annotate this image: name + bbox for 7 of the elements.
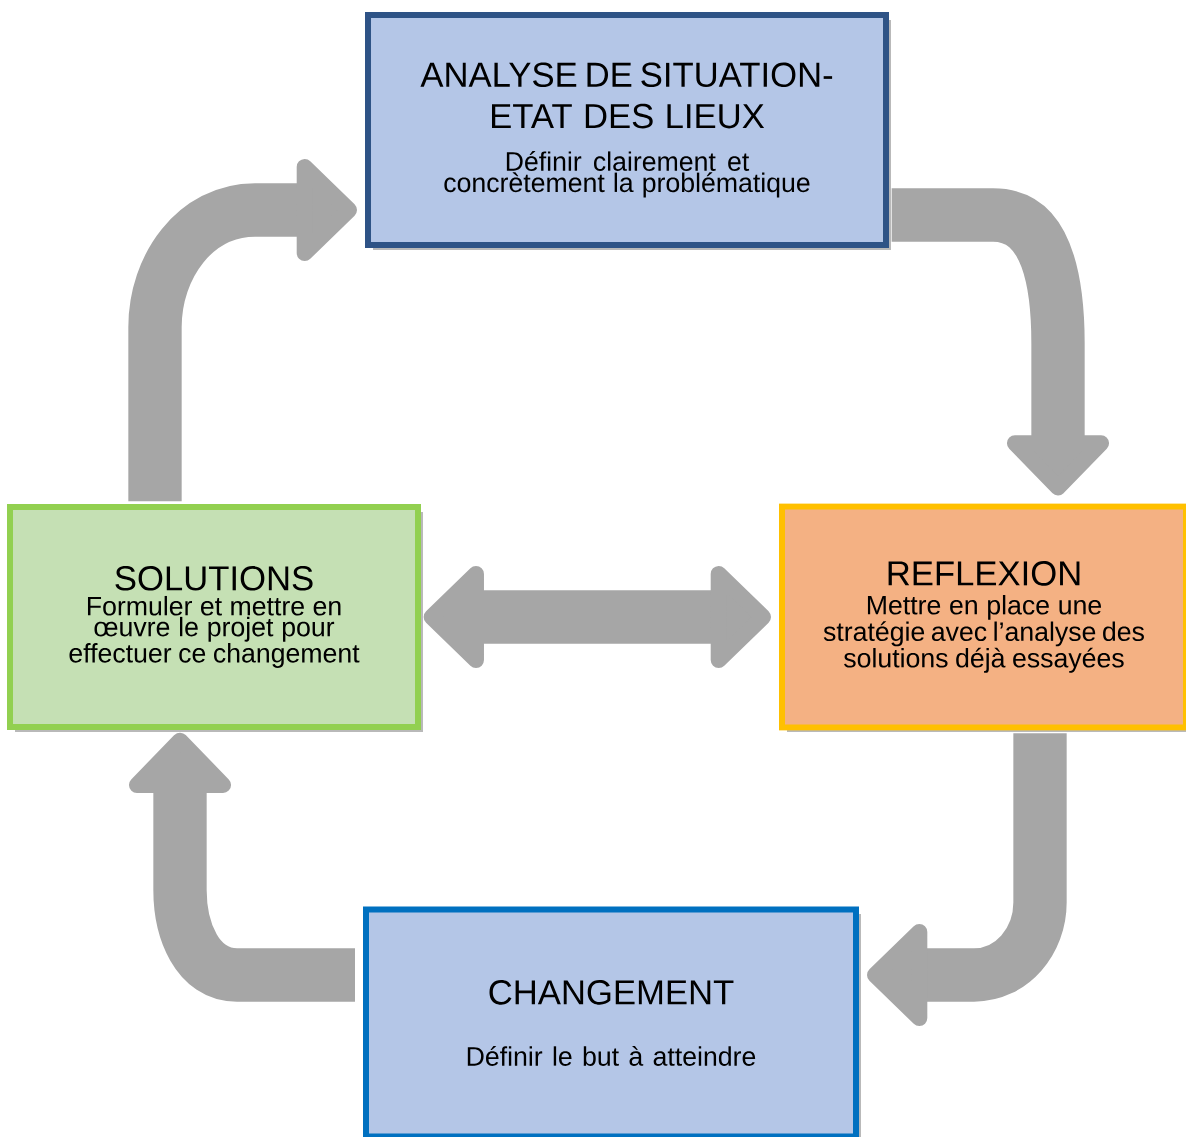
process-box: REFLEXION Mettre en place une stratégie avec l’analyse des solutions déjà essayées — [779, 503, 1186, 731]
block-arrow — [128, 158, 357, 502]
process-box: ANALYSE DE SITUATION- ETAT DES LIEUX Définir clairement et concrètement la problématique — [365, 12, 889, 248]
block-arrow — [867, 733, 1067, 1027]
process-box: SOLUTIONS Formuler et mettre en œuvre le projet pour effectuer ce changement — [7, 504, 421, 730]
block-arrow — [423, 565, 771, 669]
process-box: CHANGEMENT Définir le but à atteindre — [363, 906, 859, 1137]
